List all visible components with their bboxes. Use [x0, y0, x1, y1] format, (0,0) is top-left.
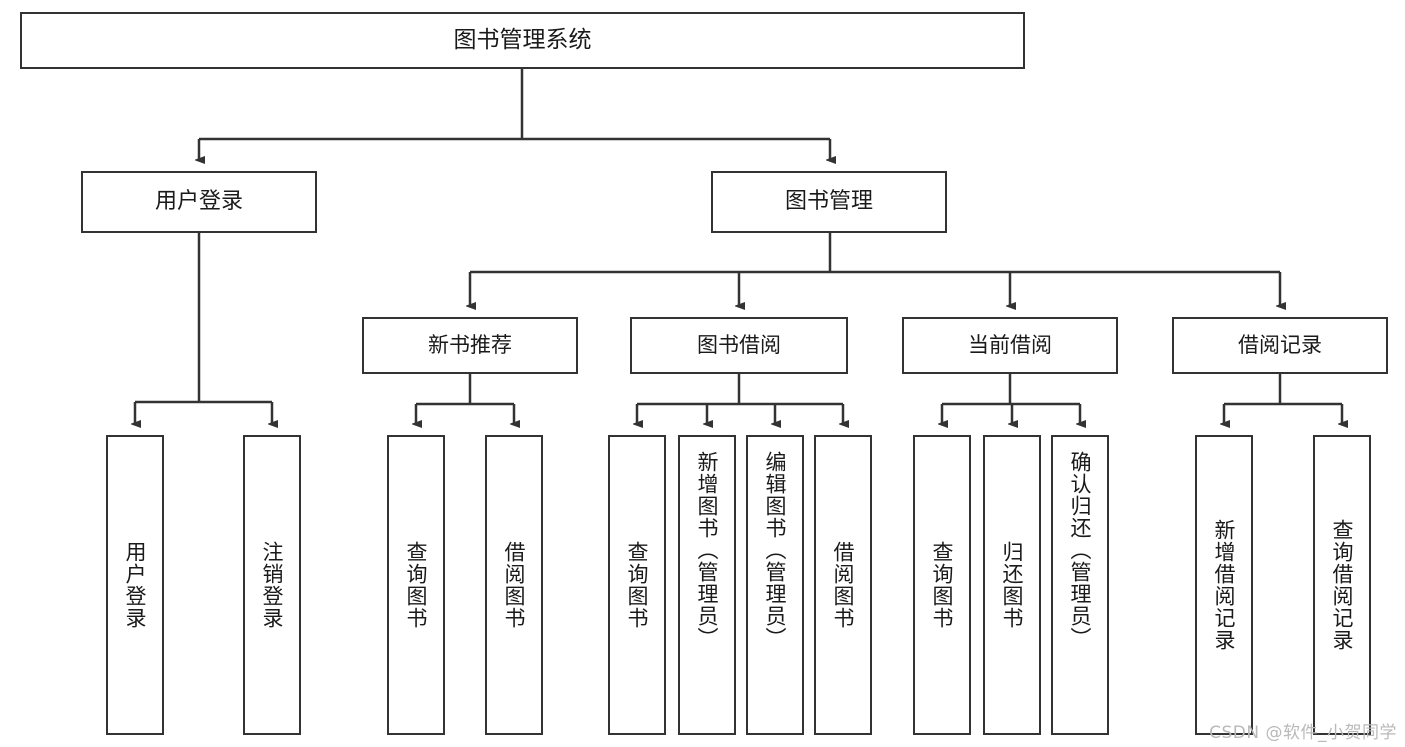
node-book-borrow-label: 图书借阅 — [697, 333, 781, 358]
node-borrow-records[interactable]: 借阅记录 — [1172, 317, 1388, 374]
node-book-borrow[interactable]: 图书借阅 — [630, 317, 848, 374]
leaf-query-books-newbooks[interactable]: 查询图书 — [387, 435, 445, 735]
leaf-borrow-books-newbooks[interactable]: 借阅图书 — [485, 435, 543, 735]
leaf-query-books-borrow-label: 查询图书 — [625, 541, 650, 629]
leaf-logout[interactable]: 注销登录 — [243, 435, 301, 735]
leaf-confirm-return-admin[interactable]: 确认归还（管理员） — [1051, 435, 1109, 735]
leaf-edit-book-admin[interactable]: 编辑图书（管理员） — [746, 435, 804, 735]
leaf-return-books-label: 归还图书 — [1000, 541, 1025, 629]
leaf-add-borrow-record-label: 新增借阅记录 — [1212, 519, 1237, 651]
node-user-login-label: 用户登录 — [154, 189, 243, 215]
leaf-user-login[interactable]: 用户登录 — [106, 435, 164, 735]
leaf-add-book-admin[interactable]: 新增图书（管理员） — [678, 435, 736, 735]
node-root[interactable]: 图书管理系统 — [20, 12, 1025, 69]
leaf-add-borrow-record[interactable]: 新增借阅记录 — [1195, 435, 1253, 735]
leaf-borrow-books-borrow[interactable]: 借阅图书 — [814, 435, 872, 735]
leaf-query-books-current-label: 查询图书 — [930, 541, 955, 629]
leaf-query-books-borrow[interactable]: 查询图书 — [608, 435, 666, 735]
leaf-edit-book-admin-label: 编辑图书（管理员） — [763, 451, 788, 649]
node-book-management[interactable]: 图书管理 — [711, 171, 947, 233]
leaf-user-login-label: 用户登录 — [123, 541, 148, 629]
leaf-logout-label: 注销登录 — [260, 541, 285, 629]
leaf-borrow-books-borrow-label: 借阅图书 — [831, 541, 856, 629]
watermark-text: CSDN @软件_小贺同学 — [1209, 723, 1397, 743]
leaf-add-book-admin-label: 新增图书（管理员） — [695, 451, 720, 649]
node-root-label: 图书管理系统 — [453, 26, 592, 53]
leaf-query-books-newbooks-label: 查询图书 — [404, 541, 429, 629]
leaf-borrow-books-newbooks-label: 借阅图书 — [502, 541, 527, 629]
node-user-login[interactable]: 用户登录 — [81, 171, 317, 233]
leaf-confirm-return-admin-label: 确认归还（管理员） — [1068, 451, 1093, 649]
leaf-query-borrow-record[interactable]: 查询借阅记录 — [1313, 435, 1371, 735]
node-current-borrow[interactable]: 当前借阅 — [902, 317, 1118, 374]
node-new-book-recommend-label: 新书推荐 — [428, 333, 512, 358]
leaf-query-borrow-record-label: 查询借阅记录 — [1330, 519, 1355, 651]
node-book-management-label: 图书管理 — [784, 189, 873, 215]
node-current-borrow-label: 当前借阅 — [968, 333, 1052, 358]
node-new-book-recommend[interactable]: 新书推荐 — [362, 317, 578, 374]
leaf-return-books[interactable]: 归还图书 — [983, 435, 1041, 735]
node-borrow-records-label: 借阅记录 — [1238, 333, 1322, 358]
leaf-query-books-current[interactable]: 查询图书 — [913, 435, 971, 735]
